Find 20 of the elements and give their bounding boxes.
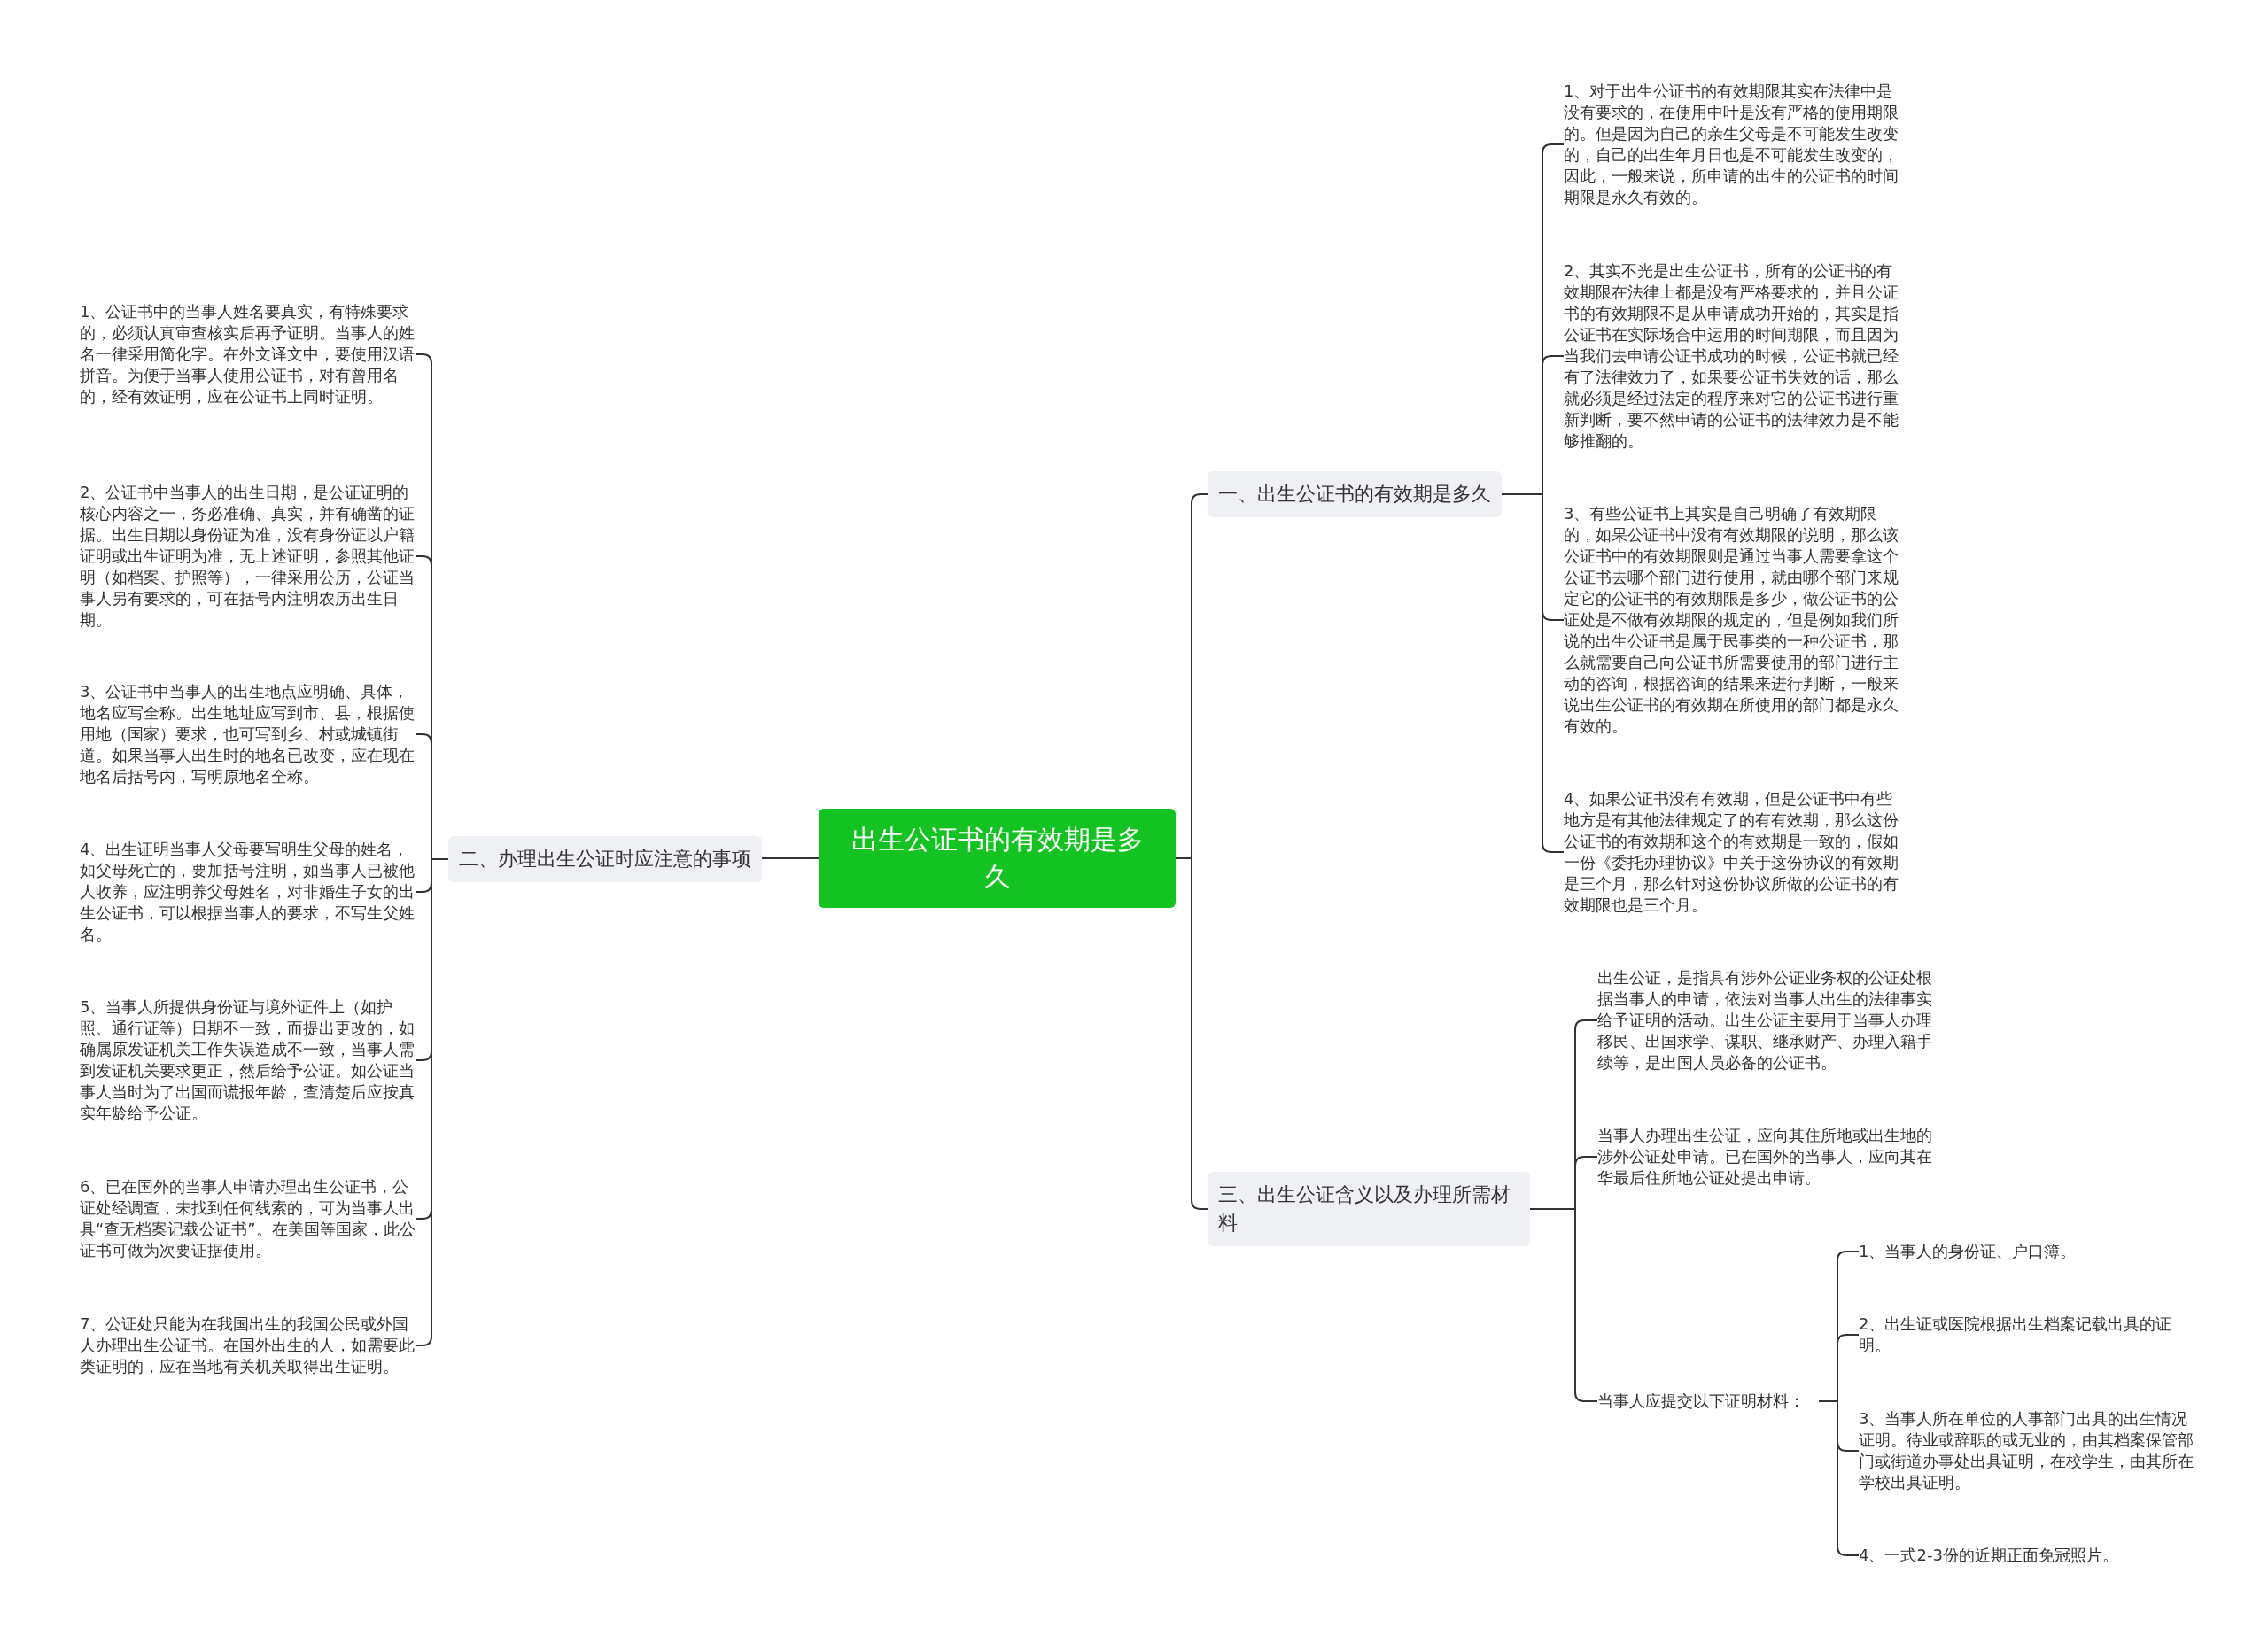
note-text: 3、公证书中当事人的出生地点应明确、具体，地名应写全称。出生地址应写到市、县，根据使用地（国家）要求，也可写到乡、村或城镇街道。如果当事人出生时的地名已改变，应在现在地名后括号内，写明原地名全称。	[80, 681, 416, 787]
note-text: 4、出生证明当事人父母要写明生父母的姓名，如父母死亡的，要加括号注明，如当事人已被他人收养，应注明养父母姓名，对非婚生子女的出生公证书，可以根据当事人的要求，不写生父姓名。	[80, 839, 416, 945]
connector-line	[761, 857, 819, 859]
note-text: 1、对于出生公证书的有效期限其实在法律中是没有要求的，在使用中叶是没有严格的使用期限的。但是因为自己的亲生父母是不可能发生改变的，自己的出生年月日也是不可能发生改变的，因此，一般来说，所申请的出生的公证书的时间期限是永久有效的。	[1564, 81, 1900, 208]
note-text: 3、当事人所在单位的人事部门出具的出生情况证明。待业或辞职的或无业的，由其档案保管部门或街道办事处出具证明，在校学生，由其所在学校出具证明。	[1859, 1408, 2195, 1493]
note-text: 7、公证处只能为在我国出生的我国公民或外国人办理出生公证书。在国外出生的人，如需要此类证明的，应在当地有关机关取得出生证明。	[80, 1314, 416, 1377]
note-text: 2、其实不光是出生公证书，所有的公证书的有效期限在法律上都是没有严格要求的，并且公证书的有效期限不是从申请成功开始的，其实是指公证书在实际场合中运用的时间期限，而且因为当我们去申请公证书成功的时候，公证书就已经有了法律效力了，如果要公证书失效的话，那么就必须是经过法定的程序来对它的公证书进行重新判断，要不然申请的公证书的法律效力是不能够推翻的。	[1564, 260, 1900, 452]
note-text: 4、如果公证书没有有效期，但是公证书中有些地方是有其他法律规定了的有有效期，那么这份公证书的有效期和这个的有效期是一致的，假如一份《委托办理协议》中关于这份协议的有效期是三个月，那么针对这份协议所做的公证书的有效期限也是三个月。	[1564, 788, 1900, 916]
central-topic-box: 出生公证书的有效期是多久	[819, 809, 1176, 908]
topic-box: 二、办理出生公证时应注意的事项	[448, 836, 762, 882]
note-text: 3、有些公证书上其实是自己明确了有效期限的，如果公证书中没有有效期限的说明，那么该公证书中的有效期限则是通过当事人需要拿这个公证书去哪个部门进行使用，就由哪个部门来规定它的公证书的有效期限是多少，做公证书的公证处是不做有效期限的规定的，但是例如我们所说的出生公证书是属于民事类的一种公证书，那么就需要自己向公证书所需要使用的部门进行主动的咨询，根据咨询的结果来进行判断，一般来说出生公证书的有效期在所使用的部门都是永久有效的。	[1564, 503, 1900, 737]
note-text: 6、已在国外的当事人申请办理出生公证书，公证处经调查，未找到任何线索的，可为当事人出具“查无档案记载公证书”。在美国等国家，此公证书可做为次要证据使用。	[80, 1176, 416, 1261]
note-text: 当事人办理出生公证，应向其住所地或出生地的涉外公证处申请。已在国外的当事人，应向其在华最后住所地公证处提出申请。	[1597, 1125, 1934, 1189]
note-text: 1、公证书中的当事人姓名要真实，有特殊要求的，必须认真审查核实后再予证明。当事人的姓名一律采用简化字。在外文译文中，要使用汉语拼音。为便于当事人使用公证书，对有曾用名的，经有效证明，应在公证书上同时证明。	[80, 301, 416, 407]
note-text: 2、公证书中当事人的出生日期，是公证证明的核心内容之一，务必准确、真实，并有确凿的证据。出生日期以身份证为准，没有身份证以户籍证明或出生证明为准，无上述证明，参照其他证明（如档案、护照等），一律采用公历，公证当事人另有要求的，可在括号内注明农历出生日期。	[80, 482, 416, 631]
topic-box: 三、出生公证含义以及办理所需材料	[1208, 1172, 1530, 1246]
note-text: 出生公证，是指具有涉外公证业务权的公证处根据当事人的申请，依法对当事人出生的法律事实给予证明的活动。出生公证主要用于当事人办理移民、出国求学、谋职、继承财产、办理入籍手续等，是出国人员必备的公证书。	[1597, 967, 1934, 1073]
note-text: 5、当事人所提供身份证与境外证件上（如护照、通行证等）日期不一致，而提出更改的，如确属原发证机关工作失误造成不一致，当事人需到发证机关要求更正，然后给予公证。如公证当事人当时为了出国而谎报年龄，查清楚后应按真实年龄给予公证。	[80, 996, 416, 1124]
connector-line	[1529, 1208, 1598, 1402]
topic-box: 一、出生公证书的有效期是多久	[1208, 471, 1502, 517]
